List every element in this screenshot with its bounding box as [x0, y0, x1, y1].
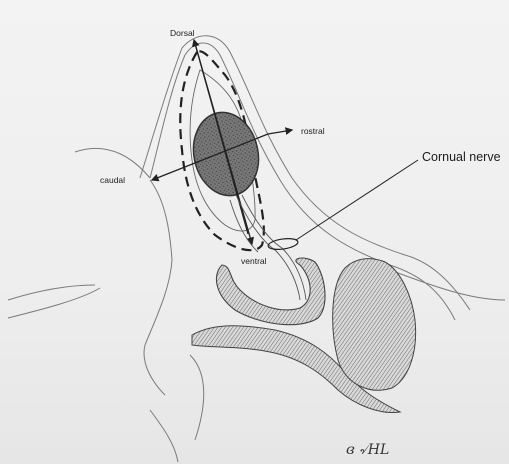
caudal-contour-line — [75, 148, 150, 178]
cornual-nerve-marker — [267, 237, 298, 251]
label-dorsal: Dorsal — [170, 28, 195, 38]
lower-contour-line — [190, 355, 204, 440]
face-contour-line — [144, 180, 172, 395]
skull-outline — [8, 36, 505, 462]
label-ventral: ventral — [241, 256, 267, 266]
orbit-rim — [216, 258, 325, 325]
rostral-arrow — [268, 130, 292, 134]
left-edge-line — [8, 285, 95, 300]
artist-signature: ɞ ৵HL — [345, 442, 389, 458]
shaded-sinus — [333, 259, 416, 391]
axis-arrows — [152, 40, 292, 244]
lower-contour-line-2 — [150, 410, 178, 462]
label-cornual-nerve: Cornual nerve — [422, 150, 501, 164]
cornual-nerve-leader — [296, 160, 418, 240]
label-rostral: rostral — [301, 126, 325, 136]
label-caudal: caudal — [100, 175, 125, 185]
left-edge-line-2 — [8, 288, 100, 318]
